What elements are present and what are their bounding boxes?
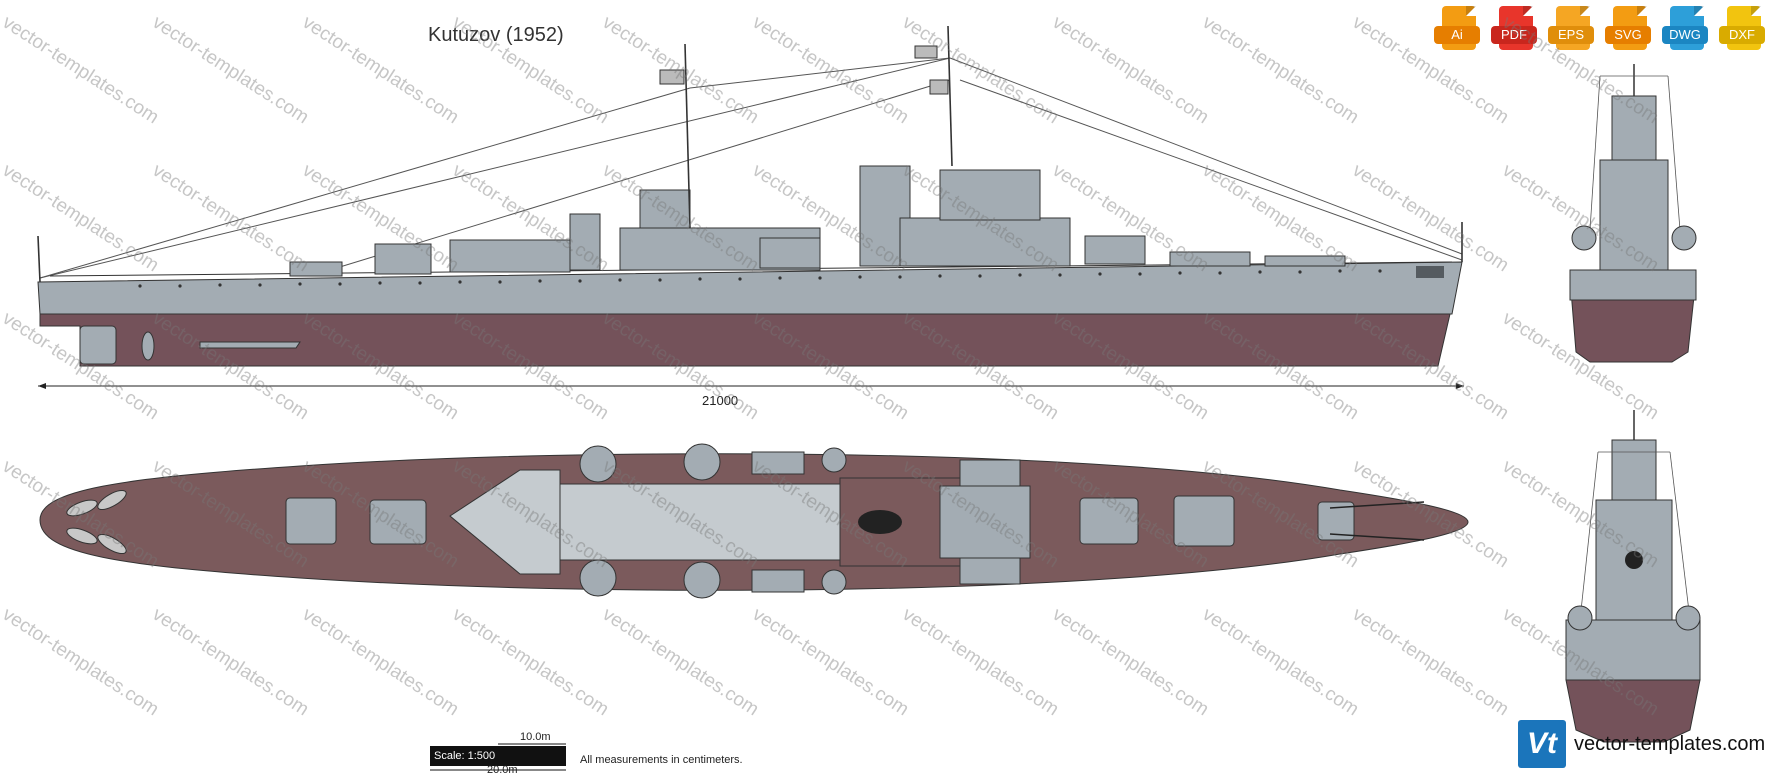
- format-label: EPS: [1548, 26, 1594, 44]
- scale-label: Scale: 1:500: [430, 746, 566, 766]
- front-view: [1565, 410, 1701, 743]
- rear-turret-right: [1671, 225, 1697, 251]
- front-rigging: [1579, 451, 1691, 621]
- masts: [37, 25, 1463, 283]
- boat-deck: [559, 483, 841, 561]
- stern-fittings: [66, 489, 127, 555]
- format-pdf-icon[interactable]: PDF: [1491, 6, 1539, 52]
- format-label: DXF: [1719, 26, 1765, 44]
- length-label: 21000: [702, 393, 739, 408]
- format-ai-icon[interactable]: Ai: [1434, 6, 1482, 52]
- format-icons: Ai PDF EPS SVG DWG DXF: [1434, 6, 1767, 52]
- top-view: [39, 443, 1469, 599]
- mast-fittings: [659, 45, 949, 95]
- length-dimension: [38, 383, 1464, 389]
- turrets: [285, 495, 1355, 547]
- file-fold-icon: [1637, 6, 1647, 16]
- propeller-rudder: [79, 325, 301, 365]
- file-fold-icon: [1751, 6, 1761, 16]
- brand-link[interactable]: Vt vector-templates.com: [1518, 720, 1765, 768]
- hull-upper: [37, 261, 1463, 315]
- funnel-top: [858, 510, 902, 534]
- file-fold-icon: [1523, 6, 1533, 16]
- format-label: DWG: [1662, 26, 1708, 44]
- front-hull-upper: [1565, 619, 1701, 681]
- rear-hull-upper: [1569, 269, 1697, 301]
- rear-tower: [1611, 95, 1657, 161]
- file-fold-icon: [1580, 6, 1590, 16]
- format-label: Ai: [1434, 26, 1480, 44]
- front-turret-left: [1567, 605, 1593, 631]
- rear-superstructure: [1599, 159, 1669, 271]
- rear-turret-left: [1571, 225, 1597, 251]
- scale-tick-20: 20.0m: [487, 764, 518, 776]
- anchor-chains: [1329, 501, 1425, 541]
- file-fold-icon: [1694, 6, 1704, 16]
- page-title: Kutuzov (1952): [428, 24, 564, 46]
- anchor-housing: [1416, 266, 1444, 278]
- front-tower: [1611, 439, 1657, 501]
- rigging-lines: [39, 57, 1463, 279]
- sponsons: [579, 443, 1021, 599]
- format-dwg-icon[interactable]: DWG: [1662, 6, 1710, 52]
- front-turret-right: [1675, 605, 1701, 631]
- format-svg-icon[interactable]: SVG: [1605, 6, 1653, 52]
- portholes: [138, 269, 1382, 288]
- scale-tick-10: 10.0m: [520, 731, 551, 743]
- brand-name: vector-templates.com: [1574, 732, 1766, 755]
- brand-logo-icon: Vt: [1518, 720, 1566, 768]
- format-label: SVG: [1605, 26, 1651, 44]
- measurement-note: All measurements in centimeters.: [580, 754, 743, 766]
- format-eps-icon[interactable]: EPS: [1548, 6, 1596, 52]
- front-funnel: [1625, 551, 1643, 569]
- rear-rigging: [1589, 75, 1681, 231]
- side-view: [37, 25, 1463, 367]
- hull-underwater: [39, 313, 1451, 367]
- format-dxf-icon[interactable]: DXF: [1719, 6, 1767, 52]
- rear-view: [1569, 64, 1697, 363]
- format-label: PDF: [1491, 26, 1537, 44]
- superstructure: [289, 165, 1346, 277]
- fore-superstructure: [939, 485, 1031, 559]
- file-fold-icon: [1466, 6, 1476, 16]
